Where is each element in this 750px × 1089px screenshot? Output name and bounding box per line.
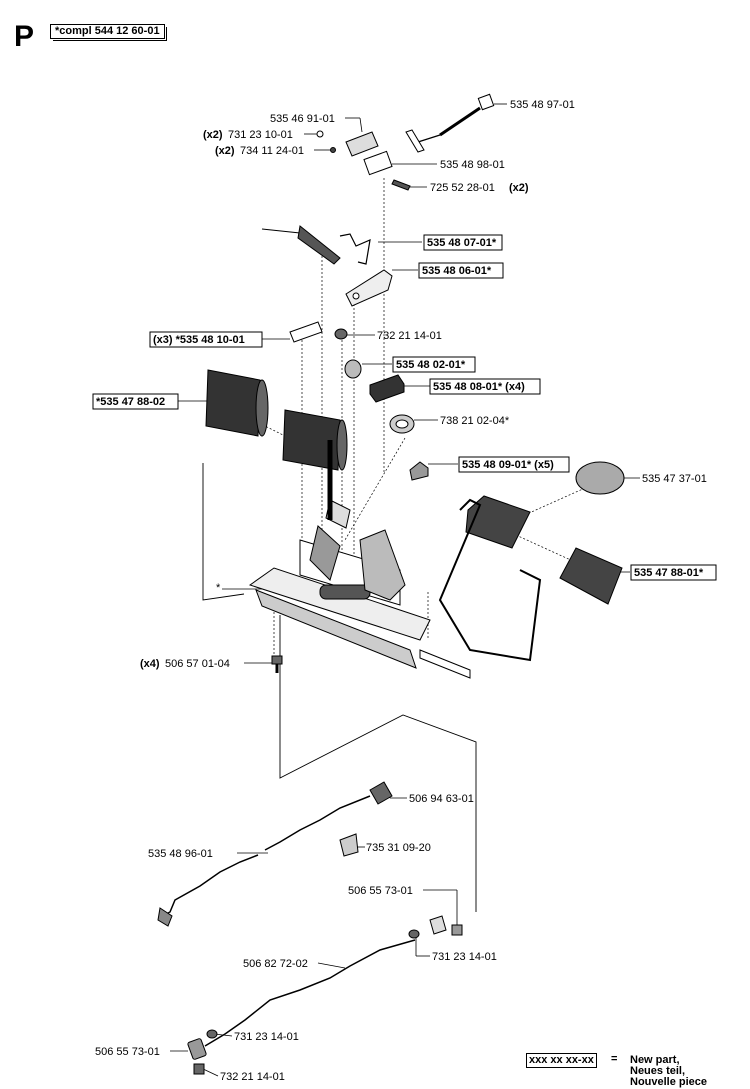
label-725-52-28-01: 725 52 28-01: [430, 182, 495, 194]
cable-linkage-outline: [202, 463, 477, 912]
legend-description: New part, Neues teil, Nouvelle piece: [630, 1055, 750, 1088]
label-506-55-73-01-mid: 506 55 73-01: [348, 885, 413, 897]
boxed-label-535-48-06-01: 535 48 06-01*: [418, 262, 504, 279]
label-535-46-91-01: 535 46 91-01: [270, 113, 335, 125]
boxed-label-535-48-02-01: 535 48 02-01*: [392, 356, 476, 373]
leader-lines: [170, 103, 640, 1077]
small-parts: [289, 321, 429, 481]
bolt-x4: [271, 655, 283, 673]
section-letter: P: [14, 20, 35, 53]
label-731-23-14-01-bottom: 731 23 14-01: [234, 1031, 299, 1043]
label-506-94-63-01: 506 94 63-01: [409, 793, 474, 805]
label-535-48-97-01: 535 48 97-01: [510, 99, 575, 111]
label-535-48-07-01: 535 48 07-01*: [427, 237, 497, 249]
label-738-21-02-04: 738 21 02-04*: [440, 415, 510, 427]
label-535-48-08-01: 535 48 08-01* (x4): [433, 381, 525, 393]
qty-734-11-24-01: (x2): [215, 145, 235, 157]
label-506-57-01-04: 506 57 01-04: [165, 658, 230, 670]
legend-sample: xxx xx xx-xx: [529, 1054, 594, 1066]
boxed-label-535-48-10-01: (x3) *535 48 10-01: [149, 331, 263, 348]
cable-assembly: [157, 781, 463, 1075]
qty-731-23-10-01: (x2): [203, 129, 223, 141]
top-switch-assembly: [316, 93, 495, 191]
assembly-number-box: *compl 544 12 60-01: [50, 24, 167, 41]
label-535-48-09-01: 535 48 09-01* (x5): [462, 459, 554, 471]
label-535-48-02-01: 535 48 02-01*: [396, 359, 466, 371]
label-535-47-88-02: *535 47 88-02: [96, 396, 165, 408]
label-732-21-14-01-top: 732 21 14-01: [377, 330, 442, 342]
spring-part: [261, 225, 371, 265]
label-asterisk: *: [216, 582, 221, 594]
qty-725-52-28-01: (x2): [509, 182, 529, 194]
part-labels: 535 48 97-01 535 46 91-01 (x2) 731 23 10…: [92, 99, 717, 1083]
legend-line-2: Neues teil,: [630, 1065, 686, 1077]
boxed-label-535-48-07-01: 535 48 07-01*: [423, 234, 503, 251]
legend-sample-box: xxx xx xx-xx: [526, 1053, 597, 1068]
label-506-82-72-02: 506 82 72-02: [243, 958, 308, 970]
qty-506-57-01-04: (x4): [140, 658, 160, 670]
bracket-part: [345, 269, 393, 307]
boxed-label-535-47-88-02: *535 47 88-02: [92, 393, 179, 410]
label-535-48-06-01: 535 48 06-01*: [422, 265, 492, 277]
legend-line-3: Nouvelle piece: [630, 1076, 708, 1088]
label-535-47-37-01: 535 47 37-01: [642, 473, 707, 485]
label-731-23-14-01-mid: 731 23 14-01: [432, 951, 497, 963]
legend-line-1: New part,: [630, 1054, 680, 1066]
legend: xxx xx xx-xx = New part, Neues teil, Nou…: [526, 1053, 750, 1089]
legend-equals: =: [611, 1053, 618, 1065]
label-734-11-24-01: 734 11 24-01: [240, 145, 304, 157]
label-735-31-09-20: 735 31 09-20: [366, 842, 431, 854]
label-535-47-88-01: 535 47 88-01*: [634, 567, 704, 579]
label-535-48-10-01: (x3) *535 48 10-01: [153, 334, 245, 346]
label-732-21-14-01-bottom: 732 21 14-01: [220, 1071, 285, 1083]
label-535-48-98-01: 535 48 98-01: [440, 159, 505, 171]
label-535-48-96-01: 535 48 96-01: [148, 848, 213, 860]
label-731-23-10-01: 731 23 10-01: [228, 129, 293, 141]
label-506-55-73-01-bottom: 506 55 73-01: [95, 1046, 160, 1058]
boxed-label-535-48-08-01: 535 48 08-01* (x4): [429, 378, 541, 395]
pedal-base-assembly: [248, 440, 542, 679]
boxed-label-535-48-09-01: 535 48 09-01* (x5): [458, 456, 570, 473]
boxed-label-535-47-88-01: 535 47 88-01*: [630, 564, 717, 581]
pedal-pads: [205, 369, 625, 605]
